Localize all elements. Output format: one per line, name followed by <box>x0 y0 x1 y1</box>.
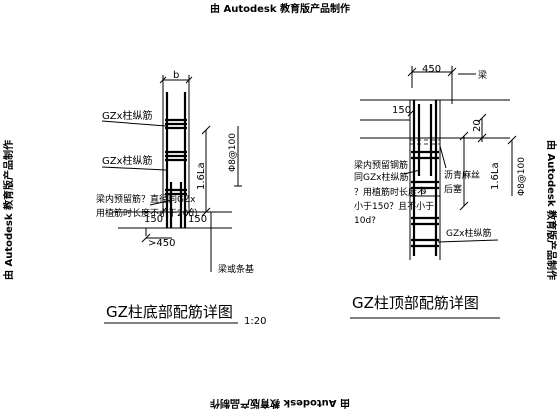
right-note-line-5: 10d? <box>354 216 376 226</box>
left-dim-b: b <box>173 70 179 81</box>
left-detail: b GZx柱纵筋 GZx柱纵筋 梁内预留筋？直径同GZx 用植筋时长度不小于20… <box>96 70 266 327</box>
right-note-line-2: 同GZx柱纵筋 <box>354 171 408 183</box>
left-note-line-2: 用植筋时长度不小于20d） <box>96 207 203 219</box>
right-dim-20: 20 <box>472 119 483 132</box>
right-note-line-1: 梁内预留钢筋 <box>354 159 408 171</box>
left-dim-450: >450 <box>148 238 175 249</box>
left-scale: 1:20 <box>244 316 266 327</box>
right-title: GZ柱顶部配筋详图 <box>352 294 479 312</box>
left-note-line-1: 梁内预留筋？直径同GZx <box>96 193 196 205</box>
left-label-gz-1: GZx柱纵筋 <box>102 109 153 122</box>
left-dim-150-right: 150 <box>188 214 207 225</box>
right-label-gz: GZx柱纵筋 <box>446 227 491 239</box>
right-dim-b: b <box>420 186 426 197</box>
right-dim-16la: 1.6La <box>490 162 501 190</box>
right-note-line-4: 小于150？且不小于 <box>354 201 434 212</box>
right-dim-150: 150 <box>392 105 411 116</box>
watermark-bottom: 由 Autodesk 教育版产品制作 <box>210 397 350 410</box>
left-beam-label: 梁或条基 <box>218 263 254 275</box>
right-asphalt-1: 沥青麻丝 <box>444 169 480 181</box>
watermark-left: 由 Autodesk 教育版产品制作 <box>2 140 15 280</box>
right-dim-phi: Φ8@100 <box>517 157 527 196</box>
right-note-line-3: ？用植筋时长度不 <box>354 186 426 198</box>
watermark-right: 由 Autodesk 教育版产品制作 <box>545 140 558 280</box>
left-title: GZ柱底部配筋详图 <box>106 303 233 321</box>
right-dim-450: 450 <box>422 64 441 75</box>
left-label-gz-2: GZx柱纵筋 <box>102 154 153 167</box>
right-beam-label: 梁 <box>478 69 487 81</box>
watermark-top: 由 Autodesk 教育版产品制作 <box>210 2 350 15</box>
left-dim-16la: 1.6La <box>196 162 207 190</box>
right-detail: 450 梁 150 20 <box>350 64 527 319</box>
left-dim-150-left: 150 <box>144 214 163 225</box>
right-asphalt-2: 后塞 <box>444 183 462 195</box>
left-dim-phi: Φ8@100 <box>228 133 238 172</box>
